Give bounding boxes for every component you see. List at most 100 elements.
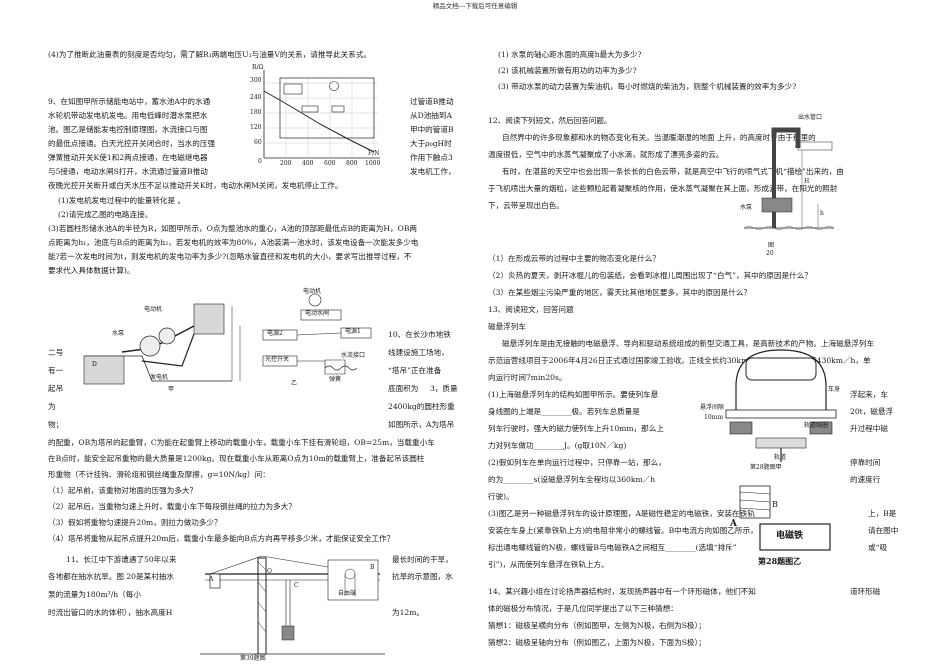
pump-label: 水泵	[740, 204, 753, 211]
q11-right-2: 抗旱的示意图，水	[392, 572, 453, 581]
q9-line-7: 夜晚光控开关断开或白天水压不足以推动开关K时，电动水闸M关闭，发电机停止工作。	[48, 181, 343, 190]
circuit-light-switch: 光控开关	[265, 356, 290, 363]
q13-q1-right-3: 升过程中磁	[850, 424, 888, 433]
q10-line-4: （1）起吊前，该重物对地面的压强为多大？	[48, 486, 198, 495]
q9-line-5: 弹簧推动开关K使1和2两点接通，在电磁继电器	[48, 153, 208, 162]
pump-figure: 出水管口 H h 水泵 图 20	[738, 108, 838, 258]
graph-tick-60: 60	[254, 139, 262, 146]
q13-q3-line-2: 安装在车身上(紧靠铁轨上方)的电阻非常小的螺线管。B中电流方向如图乙所示，	[488, 526, 758, 535]
q13-q3-line-4: 引”)，从而使列车悬浮在铁轨上方。	[488, 560, 609, 569]
q13-q2-right-2: 的速度行	[850, 475, 881, 484]
pump-outlet-label: 出水管口	[798, 114, 823, 121]
tower-crane-figure: A O C B 自由端 第39题图	[200, 552, 385, 664]
q10-left-5: 物；	[48, 420, 64, 429]
magnet-b-label: B	[772, 500, 778, 509]
q13-title: 13、阅读短文，回答问题	[488, 305, 574, 314]
r-q-top-1: (1) 水泵的轴心距水面的高度h最大为多少?	[498, 50, 642, 59]
q10-left-3: 起吊	[48, 384, 64, 393]
crane-trolley-c: C	[294, 582, 299, 589]
q10-line-6: （3）假如将重物匀速提升20m，则拉力做功多少？	[48, 518, 222, 527]
q13-q3-right-1: 上，B是	[868, 509, 897, 518]
graph-x-1000: 1000	[365, 160, 381, 167]
crane-figure-caption: 第39题图	[240, 655, 266, 662]
q10-line-3: 形重物（不计挂钩、滑轮组和钢丝绳重及摩擦，g=10N/kg）问：	[48, 470, 270, 479]
q10-left-4: 为	[48, 402, 56, 411]
circuit-spring-label: 弹簧	[329, 376, 342, 383]
r-q-top-3: (3) 带动水泵的动力装置为柴油机，每小时燃烧的柴油为，则整个机械装置的效率为多…	[498, 82, 797, 91]
maglev-line-3: 向运行时间7min20s。	[488, 373, 567, 382]
q13-q1-right-2: 20t，磁悬浮	[850, 407, 894, 416]
q10-right-1: 10、在长沙市地铁	[388, 330, 451, 339]
graph-tick-300: 300	[250, 77, 262, 84]
crane-free-end: 自由端	[338, 590, 357, 597]
graph-origin: 0	[258, 158, 262, 165]
q9-line-4: 的最低点接通。白天光控开关闭合时，当水的压强	[48, 139, 216, 148]
graph-x-400: 400	[302, 160, 314, 167]
q13-q1-line-2: 身线圈的上端是________极。若列车总质量是	[488, 407, 640, 416]
station-figure-caption: 甲	[168, 386, 175, 393]
q10-line-7: （4）塔吊将重物从起吊点提升20m后，载重小车最多能向B点方向再平移多少米，才能…	[48, 534, 395, 543]
q9-right-1: 过管道B推动	[410, 97, 454, 106]
q14-line-4: 猜想2：磁极呈轴向分布（例如图乙，上面为N极，下面为S极）；	[488, 638, 706, 647]
q9-right-6: 发电机工作，	[410, 167, 456, 176]
crane-counterweight-a: A	[209, 576, 214, 583]
q14-right: 道环形磁	[850, 587, 881, 596]
resistance-force-graph: R/Ω F/N 300 240 180 120 60 0 200 400 600…	[250, 64, 385, 170]
q13-q2-line-3: 行驶)。	[488, 492, 514, 501]
maglev-train-figure: 悬浮间隙 10mm 车身 轨道线圈 轨道 第28题图甲	[700, 346, 846, 474]
q14-line-3: 猜想1：磁极呈横向分布（例如图甲，左侧为N极，右侧为S极）；	[488, 621, 706, 630]
storage-station-figure: 电动机 水泵 D 发电机 甲	[82, 286, 252, 396]
q9-line-6: 与5接通，电动水闸S打开，水流通过管道B推动	[48, 167, 208, 176]
graph-y-label: R/Ω	[252, 64, 264, 71]
q9-right-4: 大于ρ₀gH时	[410, 139, 452, 148]
station-generator-label: 发电机	[150, 374, 169, 381]
q14-line-1: 14、某兴趣小组在讨论扬声器结构时，发现扬声器中有一个环形磁体，他们不知	[488, 587, 756, 596]
q10-right-density: 3，质量	[430, 384, 458, 393]
q12-line-3: 有时，在湛蓝的天空中也会出现一条长长的白色云带，就是高空中飞行的喷气式飞机“描绘…	[502, 167, 844, 176]
train-gap-size: 10mm	[704, 414, 724, 421]
maglev-title: 磁悬浮列车	[488, 322, 526, 331]
q13-q2-right-1: 停靠时间	[850, 458, 881, 467]
graph-tick-240: 240	[250, 94, 262, 101]
pump-height-small-h: h	[820, 210, 824, 217]
q12-q2: （2）炎热的夏天，剥开冰棍儿的包装纸，会看到冰棍儿周围出现了“白气”，其中的原因…	[488, 271, 812, 280]
q9-part3-line-3: 能?若一次发电时间为t，则发电机的发电功率为多少?(忽略水管直径和发电机的大小，…	[48, 252, 412, 261]
circuit-sluice-label: 电动水闸	[305, 310, 330, 317]
train-coil-label: 轨道线圈	[804, 422, 829, 429]
q9-right-3: 甲中的管道B	[410, 125, 454, 134]
q11-line-3: 泵的流量为180m³/h（每小	[48, 590, 141, 599]
magnet-a-label: A	[730, 519, 737, 529]
q9-part3-line-4: 要求代入具体数据计算)。	[48, 266, 135, 275]
q11-line-1: 11、长江中下游遭遇了50年以来	[66, 555, 177, 564]
q14-line-2: 体的磁极分布情况，于是几位同学提出了以下三种猜想：	[488, 604, 678, 613]
q9-sub-2: (2)请完成乙图的电路连接。	[58, 210, 153, 219]
q9-line-1: 9、在如图甲所示储能电站中，蓄水池A中的水通	[48, 97, 211, 106]
train-track-label: 轨道	[774, 454, 787, 461]
q11-right-1: 最长时间的干旱，	[392, 555, 453, 564]
q10-line-2: 在B点时，能安全起吊重物的最大质量是1200kg。现在载重小车从距离O点为10m…	[48, 454, 425, 463]
pump-height-h: H	[804, 178, 810, 185]
q12-line-1: 自然界中的许多现象都和水的物态变化有关。当温暖潮湿的地面 上升，的高度时，由于那…	[502, 133, 816, 142]
q13-q2-line-1: (2)假如列车在单向运行过程中，只停靠一站，那么，	[488, 458, 666, 467]
q11-line-4: 时流出管口的水的体积），抽水高度H	[48, 608, 173, 617]
station-motor-label: 电动机	[144, 306, 163, 313]
q10-left-2: 有一	[48, 366, 64, 375]
train-figure-caption: 第28题图甲	[750, 464, 782, 471]
q10-right-4: 底面积为	[388, 384, 419, 393]
q11-right-4: 为12m。	[392, 608, 425, 617]
q10-right-6: 如图所示，A为塔吊	[388, 420, 455, 429]
q10-line-5: （2）起吊后，当重物匀速上升时，载重小车下每段钢丝绳的拉力为多大？	[48, 502, 296, 511]
q13-q1-line-4: 力对列车做功________J。(g取10N／kg)	[488, 441, 627, 450]
q9-line-3: 池。图乙是储能发电控制原理图，水流接口与图	[48, 125, 208, 134]
graph-tick-120: 120	[250, 124, 262, 131]
q9-right-2: 从D池抽到A	[410, 111, 452, 120]
q12-line-2: 温度很低，空气中的水蒸气凝聚成了小水滴，就形成了漂亮多姿的云。	[488, 150, 724, 159]
q10-line-1: 的配重，OB为塔吊的起重臂，C为能在起重臂上移动的载重小车，载重小车下挂有滑轮组…	[48, 438, 435, 447]
graph-x-800: 800	[346, 160, 358, 167]
station-pool-d: D	[92, 361, 97, 368]
magnet-electromagnet-label: 电磁铁	[776, 531, 804, 541]
control-circuit-figure: 电动机 电动水闸 电源2 电源1 水流接口 光控开关 弹簧 乙	[255, 288, 380, 390]
q12-q1: （1）在形成云带的过程中主要的物态变化是什么？	[488, 254, 660, 263]
q13-q3-line-1: (3)图乙是另一种磁悬浮列车的设计原理图，A是磁性稳定的电磁铁，安装在铁轨	[488, 509, 755, 518]
q9-part3-line-1: (3)若圆柱形储水池A的半径为R，如图甲所示，O点为整池水的重心，A池的顶部距最…	[48, 224, 418, 233]
